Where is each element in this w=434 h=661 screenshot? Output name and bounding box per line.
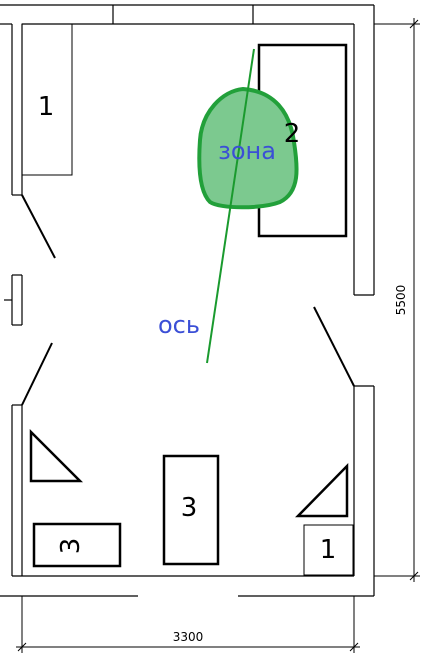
height-tick-bottom bbox=[409, 571, 419, 581]
doors bbox=[21, 194, 355, 406]
door-swing-left-upper bbox=[21, 194, 56, 259]
item-1-top-label: 1 bbox=[38, 92, 55, 122]
zone-label: зона bbox=[218, 137, 276, 165]
height-tick-top bbox=[409, 19, 419, 29]
zone-area bbox=[197, 86, 299, 210]
walls bbox=[0, 4, 375, 597]
width-dimension-value: 3300 bbox=[173, 630, 204, 644]
door-swing-right bbox=[313, 306, 355, 387]
furniture-3-bottom bbox=[32, 522, 122, 568]
corner-triangle-right bbox=[295, 462, 349, 518]
door-swing-left-lower bbox=[21, 342, 53, 406]
furniture-1-bottom bbox=[303, 524, 354, 576]
item-2-label: 2 bbox=[284, 119, 301, 149]
furniture-1-top bbox=[21, 23, 73, 176]
width-tick-left bbox=[17, 642, 27, 652]
item-3-bottom-label: 3 bbox=[56, 538, 86, 555]
axis-line bbox=[206, 48, 255, 364]
axis-label: ось bbox=[158, 311, 200, 339]
height-dimension-value: 5500 bbox=[394, 285, 408, 316]
item-3-center-label: 3 bbox=[181, 493, 198, 523]
corner-triangle-left bbox=[29, 428, 84, 483]
width-tick-right bbox=[349, 642, 359, 652]
item-1-bottom-label: 1 bbox=[320, 535, 337, 565]
height-dimension: 5500 bbox=[374, 18, 420, 582]
furniture-3-center bbox=[162, 454, 220, 566]
width-dimension: 3300 bbox=[16, 596, 360, 653]
